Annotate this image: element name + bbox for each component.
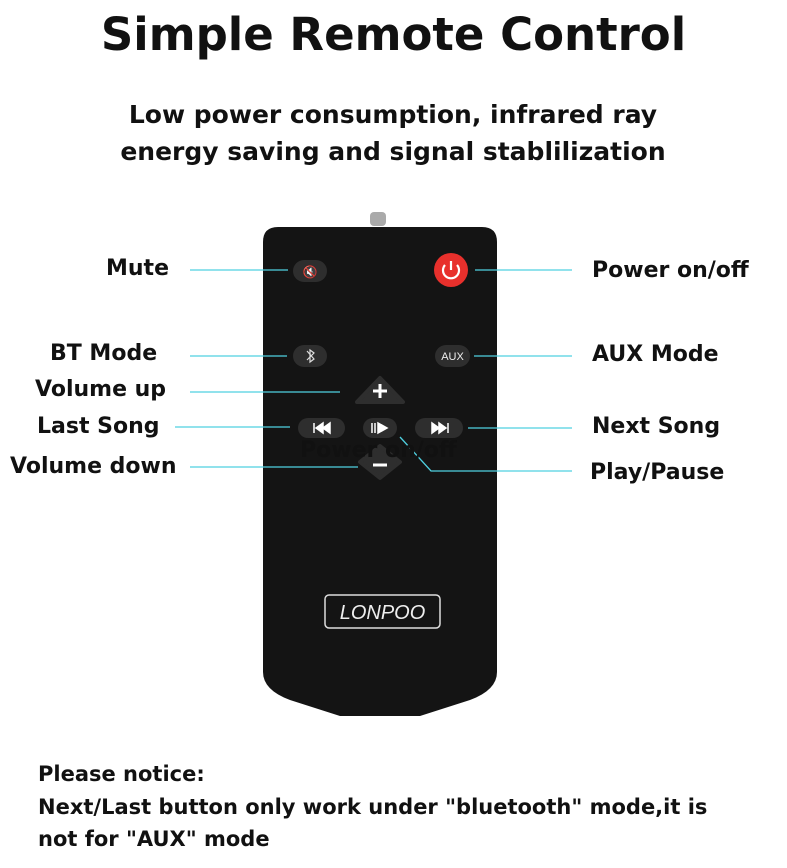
label-play-pause: Play/Pause bbox=[590, 460, 725, 485]
power-icon bbox=[441, 264, 461, 280]
label-power: Power on/off bbox=[592, 258, 749, 283]
brand-logo: LONPOO bbox=[324, 594, 441, 629]
notice-line-2: not for "AUX" mode bbox=[38, 827, 270, 851]
aux-button[interactable]: AUX bbox=[435, 345, 470, 367]
label-mute: Mute bbox=[106, 256, 169, 281]
subtitle-line-1: Low power consumption, infrared ray bbox=[128, 100, 658, 129]
previous-icon bbox=[313, 421, 331, 435]
previous-button[interactable] bbox=[298, 418, 345, 438]
brand-name: LONPOO bbox=[340, 602, 426, 624]
aux-button-label: AUX bbox=[441, 351, 464, 363]
ir-emitter bbox=[370, 212, 386, 226]
label-volume-down: Volume down bbox=[10, 454, 177, 479]
label-bt-mode: BT Mode bbox=[50, 341, 158, 366]
label-aux-mode: AUX Mode bbox=[592, 342, 719, 367]
label-next-song: Next Song bbox=[592, 414, 721, 439]
plus-icon bbox=[373, 384, 387, 398]
next-icon bbox=[431, 421, 449, 435]
volume-up-button[interactable] bbox=[355, 376, 405, 404]
mute-button[interactable]: 🔇 bbox=[293, 260, 327, 282]
label-volume-up: Volume up bbox=[35, 377, 167, 402]
notice-heading: Please notice: bbox=[38, 762, 205, 786]
notice-line-1: Next/Last button only work under "blueto… bbox=[38, 795, 708, 819]
volume-down-button[interactable] bbox=[358, 444, 402, 480]
bluetooth-icon bbox=[306, 348, 315, 364]
play-pause-button[interactable] bbox=[363, 418, 397, 438]
next-button[interactable] bbox=[415, 418, 463, 438]
subtitle-line-2: energy saving and signal stablilization bbox=[120, 137, 666, 166]
overlay-label-power: Power on/off bbox=[300, 438, 457, 463]
label-last-song: Last Song bbox=[37, 414, 160, 439]
play-pause-icon bbox=[371, 421, 389, 435]
bt-button[interactable] bbox=[293, 345, 327, 367]
callout-lines bbox=[175, 269, 572, 472]
mute-icon: 🔇 bbox=[303, 265, 318, 279]
power-button[interactable] bbox=[434, 253, 468, 287]
page-title: Simple Remote Control bbox=[100, 8, 687, 61]
